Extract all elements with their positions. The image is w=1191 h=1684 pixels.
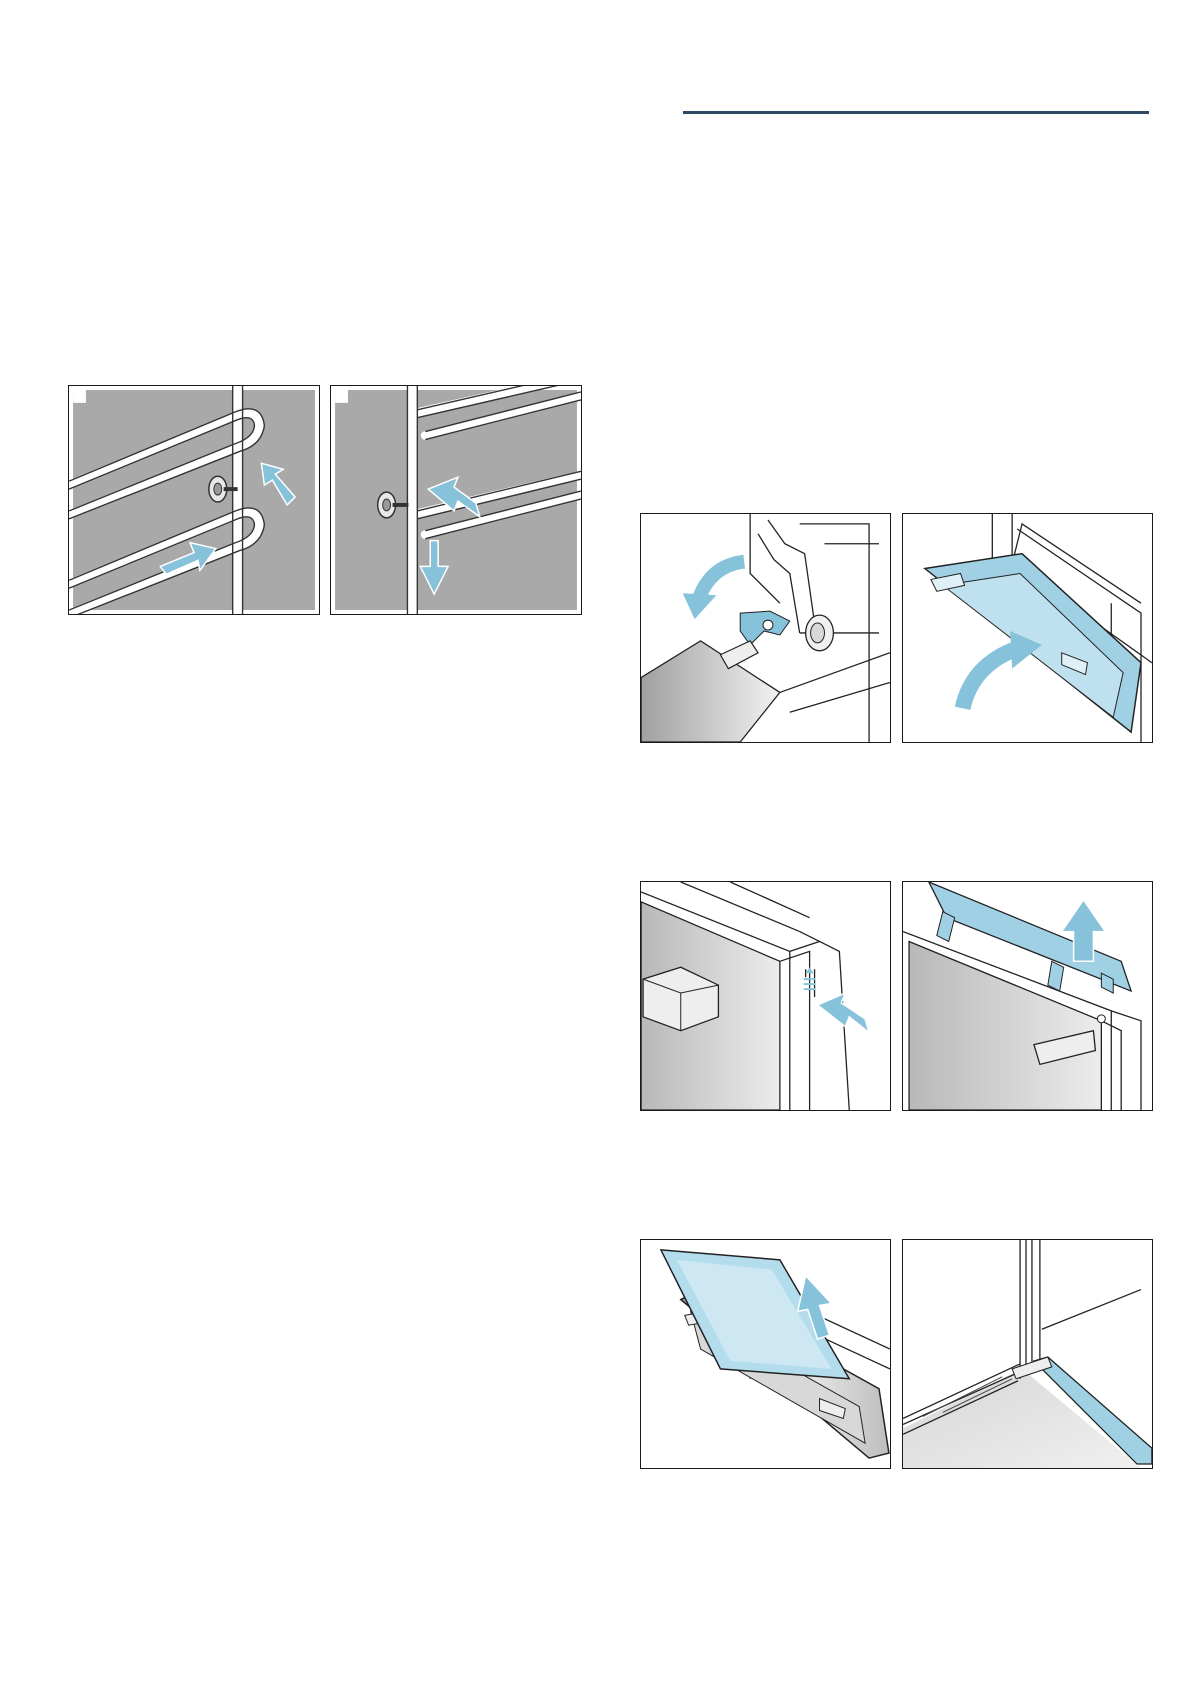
header-rule xyxy=(683,111,1149,114)
door-pane-illustration xyxy=(641,1240,890,1468)
illustration-shelf-rail-detach xyxy=(330,385,582,615)
illustration-door-cover-remove xyxy=(902,881,1153,1111)
door-cover-illustration xyxy=(903,882,1152,1110)
shelf-rack-illustration xyxy=(69,386,319,614)
illustration-shelf-rail-unhook xyxy=(68,385,320,615)
door-hinge-illustration xyxy=(641,514,890,742)
illustration-hinge-lever-fold xyxy=(640,513,891,743)
shelf-rack-illustration xyxy=(331,386,581,614)
illustration-door-cover-press xyxy=(640,881,891,1111)
illustration-door-pane-lift xyxy=(640,1239,891,1469)
door-cover-illustration xyxy=(641,882,890,1110)
oven-door-illustration xyxy=(903,514,1152,742)
illustration-door-close xyxy=(902,513,1153,743)
illustration-door-seal-corner xyxy=(902,1239,1153,1469)
door-seal-illustration xyxy=(903,1240,1152,1468)
